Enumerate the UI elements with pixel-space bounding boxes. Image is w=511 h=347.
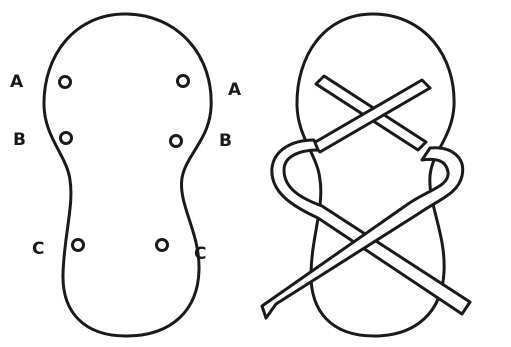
hole-label-c-right: C [194,244,206,264]
hole-label-c-left: C [32,239,44,259]
left-board-outline [44,14,211,336]
hole-label-a-left: A [10,72,24,92]
left-hole-b-right [171,136,182,147]
hole-label-a-right: A [228,80,242,100]
left-board [44,14,211,336]
hole-label-b-left: B [13,130,26,150]
left-hole-a-right [178,76,189,87]
hole-label-b-right: B [219,131,232,151]
left-hole-c-left [73,240,84,251]
left-hole-b-left [61,133,72,144]
left-hole-a-left [60,77,71,88]
right-board [262,14,470,336]
left-hole-c-right [157,240,168,251]
